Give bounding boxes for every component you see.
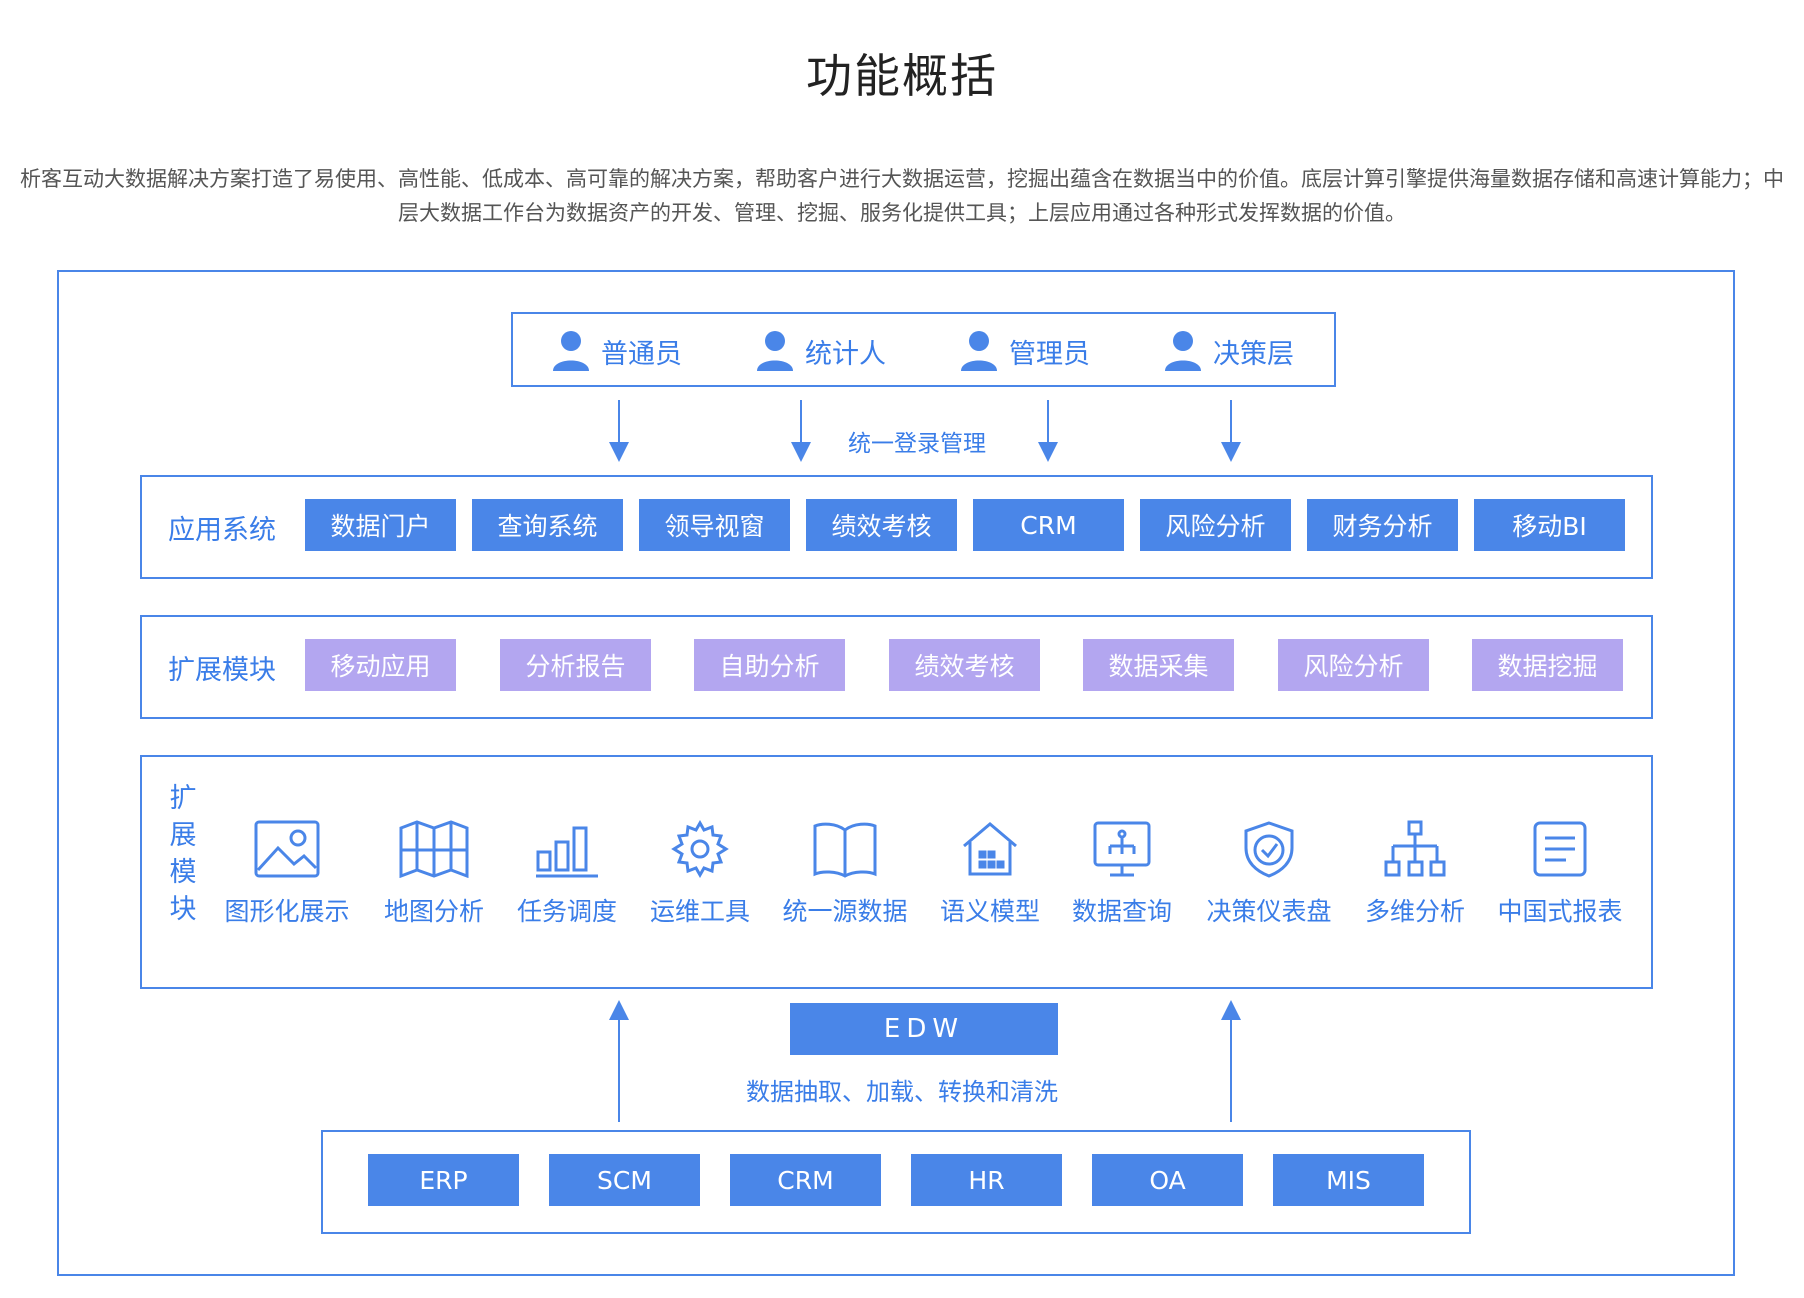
tool-item[interactable]: 决策仪表盘 [1199,820,1339,928]
source-chip[interactable]: ERP [368,1154,519,1206]
users-box [511,312,1336,387]
app-chip[interactable]: 移动BI [1474,499,1625,551]
user-role: 决策层 [1163,326,1294,376]
org-chart-icon [1384,820,1446,877]
app-chip[interactable]: 风险分析 [1140,499,1291,551]
ext-modules-label: 扩展模块 [168,655,276,686]
user-role-label: 统计人 [805,338,886,370]
app-system-row [140,475,1653,579]
ext-chip[interactable]: 绩效考核 [889,639,1040,691]
bar-chart-icon [536,826,598,878]
tool-label: 地图分析 [383,897,484,926]
tool-item[interactable]: 统一源数据 [775,820,915,928]
ext-chip[interactable]: 数据挖掘 [1472,639,1623,691]
tool-item[interactable]: 数据查询 [1052,820,1192,928]
tool-item[interactable]: 图形化展示 [217,820,357,928]
tool-item[interactable]: 中国式报表 [1490,820,1630,928]
source-chip[interactable]: HR [911,1154,1062,1206]
document-icon [1533,821,1587,877]
user-icon [757,331,793,371]
user-role-label: 普通员 [601,338,682,370]
app-system-label: 应用系统 [168,515,276,546]
tool-label: 多维分析 [1364,897,1465,926]
shield-check-icon [1244,821,1294,878]
user-icon [961,331,997,371]
architecture-frame [57,270,1735,1276]
tool-item[interactable]: 运维工具 [630,820,770,928]
image-icon [254,820,320,878]
book-icon [813,822,877,878]
tool-item[interactable]: 地图分析 [364,820,504,928]
tool-label: 中国式报表 [1497,897,1623,926]
tool-label: 统一源数据 [782,897,908,926]
tool-label: 任务调度 [516,897,617,926]
source-chip[interactable]: OA [1092,1154,1243,1206]
tool-label: 语义模型 [939,897,1040,926]
gear-icon [671,820,729,878]
user-icon [553,331,589,371]
app-chip[interactable]: 财务分析 [1307,499,1458,551]
source-chip[interactable]: CRM [730,1154,881,1206]
ext-chip[interactable]: 风险分析 [1278,639,1429,691]
page-title: 功能概括 [806,49,998,103]
app-chip[interactable]: 绩效考核 [806,499,957,551]
tool-item[interactable]: 任务调度 [497,820,637,928]
map-icon [399,820,469,878]
user-role-label: 决策层 [1213,338,1294,370]
login-label: 统一登录管理 [848,431,986,457]
etl-label: 数据抽取、加载、转换和清洗 [746,1078,1058,1106]
tool-label: 数据查询 [1071,897,1172,926]
ext-chip[interactable]: 数据采集 [1083,639,1234,691]
user-role: 管理员 [959,326,1090,376]
tools-row [140,755,1653,989]
tool-label: 图形化展示 [224,897,350,926]
tools-vertical-label: 扩展模块 [169,783,197,925]
app-chip[interactable]: 查询系统 [472,499,623,551]
user-icon [1165,331,1201,371]
user-role: 普通员 [551,326,682,376]
source-chip[interactable]: MIS [1273,1154,1424,1206]
user-role-label: 管理员 [1009,338,1090,370]
user-role: 统计人 [755,326,886,376]
tool-label: 运维工具 [649,897,750,926]
source-chip[interactable]: SCM [549,1154,700,1206]
app-chip[interactable]: 数据门户 [305,499,456,551]
page-description: 析客互动大数据解决方案打造了易使用、高性能、低成本、高可靠的解决方案，帮助客户进… [20,167,1784,225]
monitor-icon [1093,821,1151,877]
edw-box: EDW [790,1003,1058,1055]
ext-chip[interactable]: 自助分析 [694,639,845,691]
tool-item[interactable]: 多维分析 [1345,820,1485,928]
ext-chip[interactable]: 移动应用 [305,639,456,691]
app-chip[interactable]: 领导视窗 [639,499,790,551]
ext-chip[interactable]: 分析报告 [500,639,651,691]
sources-row [321,1130,1471,1234]
tool-item[interactable]: 语义模型 [920,820,1060,928]
house-icon [963,822,1017,876]
app-chip[interactable]: CRM [973,499,1124,551]
ext-modules-row [140,615,1653,719]
tool-label: 决策仪表盘 [1206,897,1332,926]
